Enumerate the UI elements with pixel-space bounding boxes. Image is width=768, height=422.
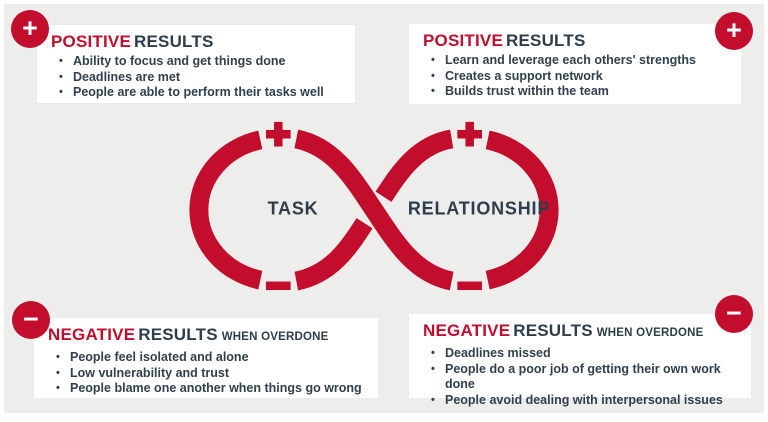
bullet-list: Deadlines missedPeople do a poor job of … bbox=[423, 346, 741, 408]
card-title-accent: POSITIVE bbox=[423, 31, 504, 50]
bullet-list: Learn and leverage each others' strength… bbox=[423, 53, 731, 100]
plus-badge-top-right: + bbox=[715, 12, 753, 50]
bullet-item: People feel isolated and alone bbox=[54, 350, 368, 366]
bullet-item: Creates a support network bbox=[429, 69, 731, 85]
card-title-accent: NEGATIVE bbox=[48, 325, 136, 344]
minus-icon-right-loop bbox=[457, 281, 482, 291]
task-loop-label: TASK bbox=[267, 198, 319, 219]
left-loop-outer-arc bbox=[189, 130, 263, 290]
infinity-diagram bbox=[189, 121, 559, 291]
card-title-qualifier: WHEN OVERDONE bbox=[596, 327, 704, 339]
bullet-item: Builds trust within the team bbox=[429, 84, 731, 100]
card-title-qualifier: WHEN OVERDONE bbox=[221, 331, 329, 343]
bullet-item: Deadlines are met bbox=[57, 70, 345, 86]
card-title-accent: NEGATIVE bbox=[423, 321, 511, 340]
bullet-list: Ability to focus and get things doneDead… bbox=[51, 54, 345, 101]
card-title-rest: RESULTS bbox=[506, 31, 586, 50]
minus-icon-left-loop bbox=[266, 281, 291, 291]
plus-icon-right-loop bbox=[457, 121, 482, 147]
plus-badge-top-left: + bbox=[11, 10, 49, 48]
card-title-rest: RESULTS bbox=[134, 32, 214, 51]
bullet-item: People avoid dealing with interpersonal … bbox=[429, 393, 741, 409]
minus-badge-bottom-left: − bbox=[12, 301, 50, 339]
card-title-rest: RESULTS bbox=[513, 321, 593, 340]
minus-badge-bottom-right: − bbox=[715, 295, 753, 333]
right-loop-outer-arc bbox=[485, 130, 559, 290]
bullet-item: People are able to perform their tasks w… bbox=[57, 85, 345, 101]
bullet-item: Deadlines missed bbox=[429, 346, 741, 362]
bullet-item: People do a poor job of getting their ow… bbox=[429, 362, 741, 393]
card-title-rest: RESULTS bbox=[138, 325, 218, 344]
relationship-loop-label: RELATIONSHIP bbox=[407, 198, 551, 219]
crossing-under-stroke-upper bbox=[375, 129, 454, 202]
card-title-accent: POSITIVE bbox=[51, 32, 132, 51]
bullet-list: People feel isolated and aloneLow vulner… bbox=[48, 350, 368, 397]
bullet-item: Low vulnerability and trust bbox=[54, 366, 368, 382]
bullet-item: Ability to focus and get things done bbox=[57, 54, 345, 70]
bullet-item: People blame one another when things go … bbox=[54, 381, 368, 397]
plus-icon-left-loop bbox=[266, 121, 291, 147]
crossing-under-stroke-lower bbox=[294, 218, 373, 291]
crossing-over-stroke bbox=[293, 129, 455, 291]
bullet-item: Learn and leverage each others' strength… bbox=[429, 53, 731, 69]
